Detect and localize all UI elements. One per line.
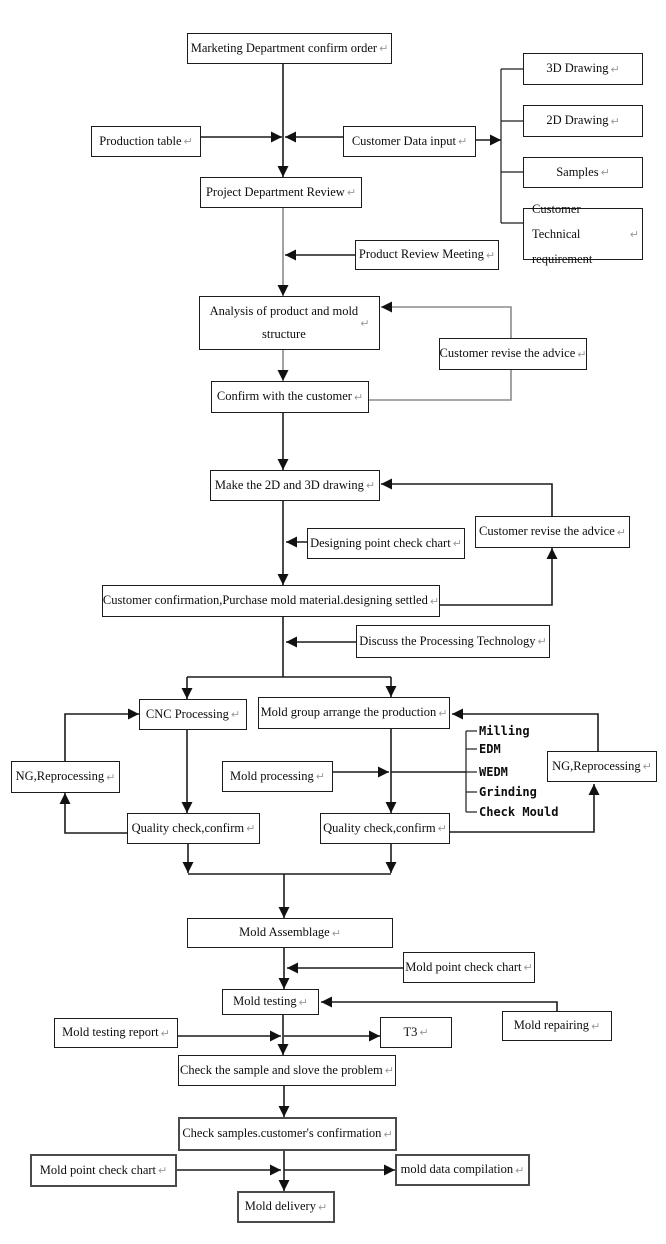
node-mold-testing-report: Mold testing report↵ [54,1018,178,1048]
node-mold-group-arrange-production: Mold group arrange the production↵ [258,697,450,729]
node-quality-check-confirm-right: Quality check,confirm↵ [320,813,450,844]
node-confirm-with-customer: Confirm with the customer↵ [211,381,369,413]
node-quality-check-confirm-left: Quality check,confirm↵ [127,813,260,844]
node-mold-processing: Mold processing↵ [222,761,333,792]
paragraph-return-mark: ↵ [485,248,496,262]
node-customer-revise-advice-2: Customer revise the advice↵ [475,516,630,548]
node-t3: T3↵ [380,1017,452,1048]
paragraph-return-mark: ↵ [438,706,448,720]
process-label-milling: Milling [479,724,530,738]
node-customer-revise-advice-1: Customer revise the advice↵ [439,338,587,370]
node-designing-point-check-chart: Designing point check chart↵ [307,528,465,559]
paragraph-return-mark: ↵ [230,708,241,721]
paragraph-return-mark: ↵ [365,479,376,492]
paragraph-return-mark: ↵ [106,770,116,784]
node-discuss-processing-technology: Discuss the Processing Technology↵ [356,625,550,658]
paragraph-return-mark: ↵ [183,135,193,148]
paragraph-return-mark: ↵ [591,1019,601,1033]
paragraph-return-mark: ↵ [383,1127,393,1141]
paragraph-return-mark: ↵ [537,635,547,648]
node-mold-point-check-chart-1: Mold point check chart↵ [403,952,535,983]
node-customer-confirmation-purchase: Customer confirmation,Purchase mold mate… [102,585,440,617]
paragraph-return-mark: ↵ [315,770,325,783]
paragraph-return-mark: ↵ [629,227,639,241]
paragraph-return-mark: ↵ [360,316,370,330]
node-product-review-meeting: Product Review Meeting↵ [355,240,499,270]
node-mold-testing: Mold testing↵ [222,989,319,1015]
paragraph-return-mark: ↵ [616,525,626,539]
paragraph-return-mark: ↵ [610,62,620,76]
paragraph-return-mark: ↵ [452,537,462,550]
node-project-department-review: Project Department Review↵ [200,177,362,208]
paragraph-return-mark: ↵ [577,347,587,361]
paragraph-return-mark: ↵ [384,1064,394,1077]
node-check-samples-customer-confirmation: Check samples.customer's confirmation↵ [178,1117,397,1151]
paragraph-return-mark: ↵ [246,822,256,835]
process-label-grinding: Grinding [479,785,537,799]
node-mold-data-compilation: mold data compilation↵ [395,1154,530,1186]
process-label-check-mould: Check Mould [479,805,559,819]
node-check-sample-solve-problem: Check the sample and slove the problem↵ [178,1055,396,1086]
paragraph-return-mark: ↵ [642,760,652,773]
paragraph-return-mark: ↵ [160,1026,170,1040]
node-make-2d-3d-drawing: Make the 2D and 3D drawing↵ [210,470,380,501]
node-production-table: Production table↵ [91,126,201,157]
node-samples: Samples↵ [523,157,643,188]
node-customer-data-input: Customer Data input↵ [343,126,476,157]
node-mold-repairing: Mold repairing↵ [502,1011,612,1041]
paragraph-return-mark: ↵ [331,926,341,940]
node-2d-drawing: 2D Drawing↵ [523,105,643,137]
paragraph-return-mark: ↵ [353,390,364,404]
node-mold-point-check-chart-2: Mold point check chart↵ [30,1154,177,1187]
paragraph-return-mark: ↵ [457,135,468,148]
node-analysis-product-mold: Analysis of product and mold structure↵ [199,296,380,350]
node-cnc-processing: CNC Processing↵ [139,699,247,730]
node-3d-drawing: 3D Drawing↵ [523,53,643,85]
paragraph-return-mark: ↵ [317,1200,328,1214]
process-label-wedm: WEDM [479,765,508,779]
node-ng-reprocessing-right: NG,Reprocessing↵ [547,751,657,782]
paragraph-return-mark: ↵ [600,166,610,179]
paragraph-return-mark: ↵ [515,1163,525,1177]
paragraph-return-mark: ↵ [429,594,440,608]
paragraph-return-mark: ↵ [379,42,389,55]
node-mold-delivery: Mold delivery↵ [237,1191,335,1223]
paragraph-return-mark: ↵ [298,995,308,1009]
node-marketing-confirm-order: Marketing Department confirm order↵ [187,33,392,64]
process-label-edm: EDM [479,742,501,756]
paragraph-return-mark: ↵ [610,114,620,128]
node-customer-technical-requirement: Customer Technical requirement↵ [523,202,643,266]
paragraph-return-mark: ↵ [523,961,533,974]
paragraph-return-mark: ↵ [346,186,357,199]
paragraph-return-mark: ↵ [437,822,447,835]
paragraph-return-mark: ↵ [419,1026,429,1039]
node-mold-assemblage: Mold Assemblage↵ [187,918,393,948]
node-ng-reprocessing-left: NG,Reprocessing↵ [11,761,120,793]
paragraph-return-mark: ↵ [158,1164,168,1177]
